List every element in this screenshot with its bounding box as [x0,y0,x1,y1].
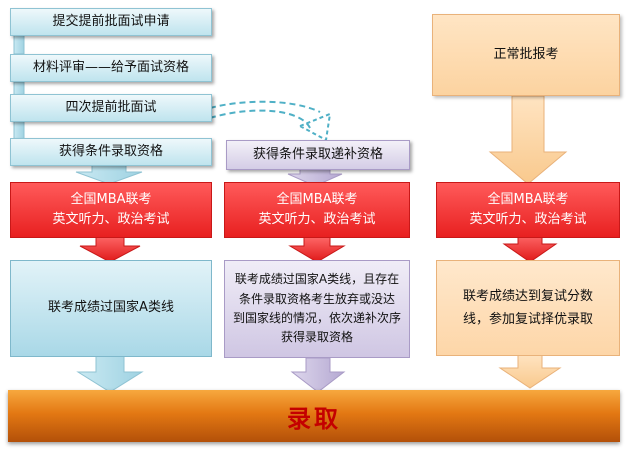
right-arrow-to-final [498,353,562,389]
right-exam-box: 全国MBA联考 英文听力、政治考试 [436,182,620,238]
middle-result-box: 联考成绩过国家A类线，且存在 条件录取资格考生放弃或没达 到国家线的情况，依次递… [224,260,410,358]
middle-exam-line2: 英文听力、政治考试 [258,212,376,227]
middle-result-line: 联考成绩过国家A类线，且存在 [234,272,400,287]
dashed-transfer-arrow [209,100,332,142]
left-arrow-to-final [76,355,144,393]
right-exam-line1: 全国MBA联考 [487,191,569,207]
left-result-box: 联考成绩过国家A类线 [10,260,212,357]
right-step-normal: 正常批报考 [432,14,620,96]
middle-step-alternate-text: 获得条件录取递补资格 [252,146,383,162]
admission-text: 录取 [287,404,341,433]
left-exam-line2: 英文听力、政治考试 [52,212,170,227]
left-step-apply-text: 提交提前批面试申请 [52,13,170,29]
left-step-review-text: 材料评审——给予面试资格 [32,59,189,75]
left-exam-line1: 全国MBA联考 [70,191,152,207]
middle-exam-line1: 全国MBA联考 [276,191,358,207]
left-arrow-to-exam [75,163,143,185]
left-step-apply: 提交提前批面试申请 [10,8,212,36]
middle-exam-box: 全国MBA联考 英文听力、政治考试 [224,182,410,238]
right-exam-line2: 英文听力、政治考试 [469,212,587,227]
left-step-review: 材料评审——给予面试资格 [10,54,212,82]
right-arrow-to-exam [488,95,568,185]
middle-arrow-to-final [290,357,346,393]
right-result-line: 联考成绩达到复试分数 [462,288,593,304]
left-result-text: 联考成绩过国家A类线 [48,300,174,316]
middle-step-alternate: 获得条件录取递补资格 [226,140,410,170]
left-step-interview: 四次提前批面试 [10,94,212,122]
left-arrow-to-result [79,234,141,263]
middle-result-line: 条件录取资格考生放弃或没达 [238,291,395,306]
admission-bar: 录取 [8,390,620,442]
middle-result-line: 到国家线的情况，依次递补次序 [232,311,401,325]
left-arrow-3 [13,119,25,141]
left-step-interview-text: 四次提前批面试 [65,99,157,115]
right-result-box: 联考成绩达到复试分数 线，参加复试择优录取 [436,260,620,356]
right-arrow-to-result [502,233,558,263]
middle-result-line: 获得录取资格 [280,330,353,345]
middle-arrow-to-result [288,235,346,263]
right-result-line: 线，参加复试择优录取 [462,312,593,327]
left-exam-box: 全国MBA联考 英文听力、政治考试 [10,182,212,238]
left-step-conditional: 获得条件录取资格 [10,138,212,166]
right-step-normal-text: 正常批报考 [493,46,559,62]
left-step-conditional-text: 获得条件录取资格 [58,143,163,159]
